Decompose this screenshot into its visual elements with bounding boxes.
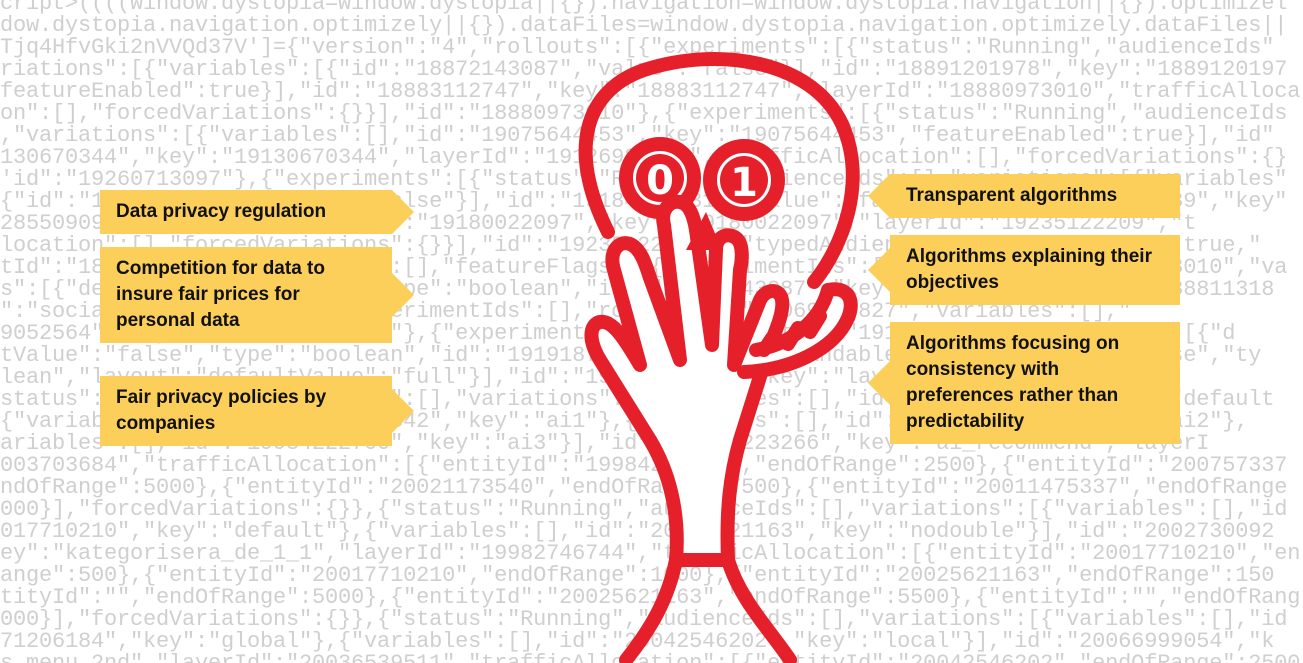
code-line: dow.dystopia.navigation.optimizely||{}).… (0, 13, 1288, 38)
code-line: s_menu_2nd","layerId":"20036539511","tra… (0, 652, 1300, 663)
label-data-privacy-regulation: Data privacy regulation (100, 190, 392, 234)
label-fair-privacy-policies: Fair privacy policies by companies (100, 376, 392, 446)
code-line: 003703684","trafficAllocation":[{"entity… (0, 453, 1288, 478)
left-eye-digit: 0 (646, 158, 674, 204)
code-line: ndOfRange":5000},{"entityId":"2002117354… (0, 475, 1288, 500)
code-line: ange":500},{"entityId":"20017710210","en… (0, 563, 1275, 588)
code-line: ,"variations":[{"variables":[],"id":"190… (0, 123, 1275, 148)
label-transparent-algorithms: Transparent algorithms (890, 174, 1180, 218)
nose (686, 212, 722, 250)
code-line: cript>((((window.dystopia=window.dystopi… (0, 0, 1288, 16)
code-line: 017710210","key":"default"},{"variables"… (0, 519, 1275, 544)
right-eye-pupil (720, 156, 768, 204)
teeth (757, 309, 827, 357)
arm-left-edge (619, 553, 683, 663)
label-competition-for-data: Competition for data to insure fair pric… (100, 247, 392, 343)
code-line: on":[],"forcedVariations":{}}],"id":"188… (0, 101, 1288, 126)
hand-outline (584, 194, 790, 567)
arm-right-edge (721, 553, 797, 663)
code-line: Tjq4HfvGki2nVVQd37V']={"version":"4","ro… (0, 35, 1275, 60)
right-eye-digit: 1 (730, 160, 758, 206)
skull-outline (578, 52, 860, 289)
label-algorithms-focusing-consistency: Algorithms focusing on consistency with … (890, 322, 1180, 444)
code-line: ey":"kategorisera_de_1_1","layerId":"199… (0, 541, 1301, 566)
code-line: featureEnabled":true}],"id":"18883112747… (0, 79, 1301, 104)
label-algorithms-explaining-objectives: Algorithms explaining their objectives (890, 235, 1180, 305)
code-line: tityId":"","endOfRange":5000},{"entityId… (0, 585, 1301, 610)
left-eye-pupil (636, 154, 684, 202)
code-line: 000}],"forcedVariations":{}},{"status":"… (0, 497, 1288, 522)
